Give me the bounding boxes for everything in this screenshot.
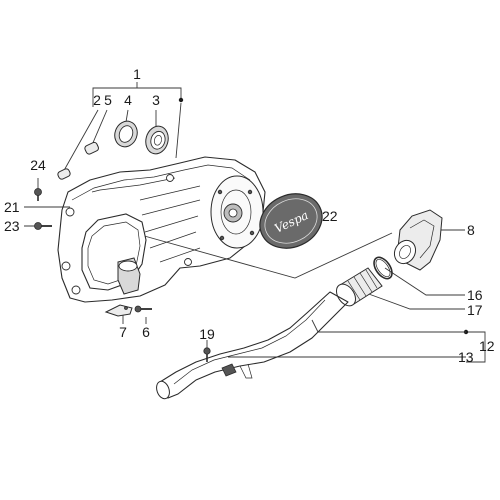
label-22: 22	[322, 208, 338, 224]
label-19: 19	[199, 326, 215, 342]
screw-23	[34, 222, 52, 230]
label-2: 2	[93, 92, 101, 108]
label-13: 13	[458, 349, 474, 365]
gasket-4	[114, 120, 138, 148]
screw-6	[134, 305, 152, 313]
clip-7	[104, 304, 133, 317]
group-1-bracket	[92, 82, 184, 107]
intake-cap-8	[393, 209, 443, 271]
label-3: 3	[152, 92, 160, 108]
air-duct-13	[156, 291, 349, 400]
screw-24	[34, 188, 42, 201]
hose-clamp-16	[373, 256, 393, 280]
screw-19	[203, 347, 211, 362]
label-17: 17	[467, 302, 483, 318]
label-8: 8	[467, 222, 475, 238]
sleeve-17	[335, 267, 383, 307]
label-23: 23	[4, 218, 20, 234]
label-24: 24	[30, 157, 46, 173]
dowel-pin-2	[57, 168, 71, 180]
label-7: 7	[119, 324, 127, 340]
label-16: 16	[467, 287, 483, 303]
label-12: 12	[479, 338, 495, 354]
bearing-3	[145, 125, 169, 155]
label-4: 4	[124, 92, 132, 108]
label-21: 21	[4, 199, 20, 215]
label-1: 1	[133, 66, 141, 82]
dowel-pin-5	[84, 141, 99, 155]
label-5: 5	[104, 92, 112, 108]
badge-22: Vespa	[259, 193, 323, 249]
crankcase-cover	[57, 156, 266, 303]
label-6: 6	[142, 324, 150, 340]
